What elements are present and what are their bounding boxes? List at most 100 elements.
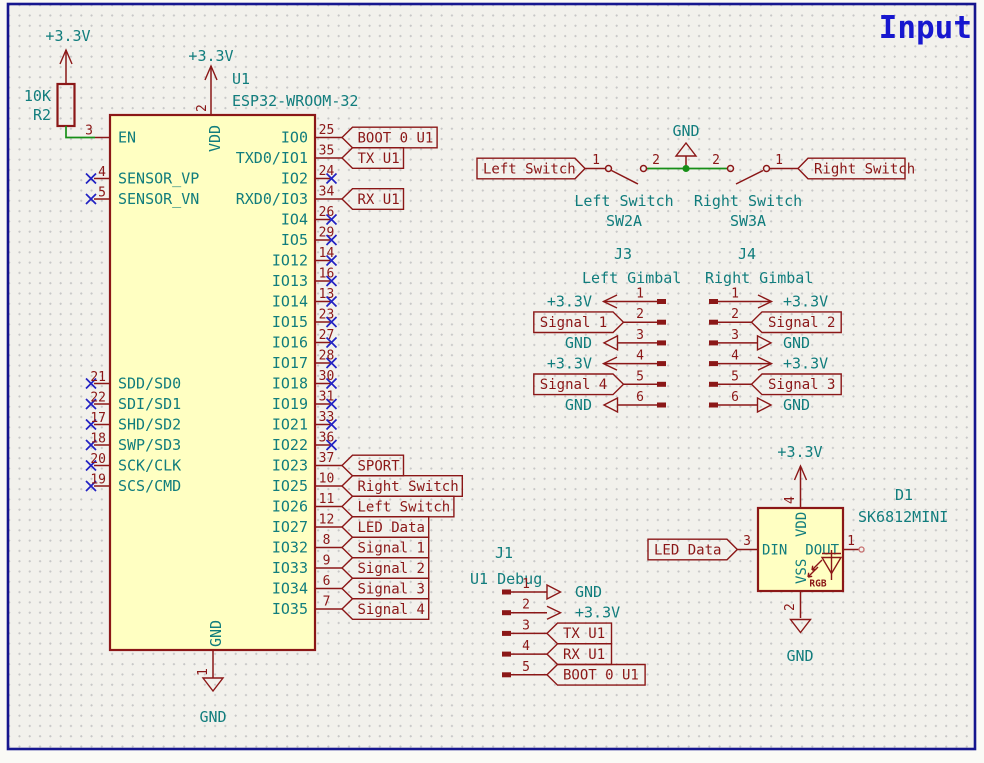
label-outline[interactable] [546, 643, 613, 666]
switch-lever[interactable] [735, 169, 764, 185]
label-outline[interactable] [546, 663, 646, 686]
label-outline[interactable] [341, 536, 430, 559]
j4-pin-4[interactable]: 4+3.3V [709, 349, 828, 373]
power-arrow-icon [204, 64, 218, 81]
power-net-label: +3.3V [547, 355, 592, 373]
pin-number: 4 [731, 349, 739, 364]
power-arrow-icon [59, 48, 73, 65]
ground-arrow-icon [602, 334, 619, 352]
label-outline[interactable] [341, 126, 438, 149]
label-outline[interactable] [341, 147, 405, 169]
label-text: Signal 3 [768, 377, 835, 393]
ground-net-label: GND [672, 122, 699, 140]
pin-name: IO12 [272, 252, 308, 270]
label-outline[interactable] [533, 373, 625, 396]
pin-number: 23 [319, 308, 335, 323]
switch-sw3a[interactable]: 2 1 Right Switch SW3A [694, 153, 802, 230]
switch-sw2a[interactable]: 1 2 Left Switch SW2A [574, 153, 673, 230]
pin-name: SWP/SD3 [118, 436, 181, 454]
switch-gnd-symbol[interactable]: GND [672, 122, 700, 169]
j1-pin-4[interactable]: 4RX U1 [502, 639, 613, 666]
u1-gnd-pin[interactable]: GND 1 GND [196, 620, 227, 726]
global-label-right-switch[interactable]: Right Switch [797, 157, 915, 180]
pin-number: 17 [90, 411, 106, 426]
j3-pin-4[interactable]: 4+3.3V [547, 349, 666, 373]
pin-number: 25 [319, 123, 335, 138]
u1-vdd-pin[interactable]: +3.3V 2 VDD [188, 47, 233, 152]
pin-number: 6 [731, 390, 739, 405]
j1-pin-2[interactable]: 2+3.3V [502, 598, 620, 622]
d1-symbol[interactable]: 3 DIN DOUT VDD VSS RGB +3.3V 4 1 [737, 443, 865, 665]
switch-lever[interactable] [611, 169, 639, 185]
u1-value: ESP32-WROOM-32 [232, 92, 358, 110]
label-outline[interactable] [341, 577, 430, 600]
j3-pin-1[interactable]: 1+3.3V [547, 287, 666, 311]
label-outline[interactable] [341, 598, 430, 620]
power-symbol-r2-3v3[interactable]: +3.3V [45, 27, 91, 84]
j1-pin-3[interactable]: 3TX U1 [502, 618, 613, 645]
label-outline[interactable] [546, 622, 613, 645]
label-outline[interactable] [341, 188, 405, 210]
label-outline[interactable] [341, 454, 405, 477]
label-outline[interactable] [533, 311, 625, 334]
label-outline[interactable] [750, 373, 842, 396]
resistor-r2[interactable]: 10K R2 [24, 82, 76, 128]
label-outline[interactable] [341, 516, 430, 538]
global-label-left-switch[interactable]: Left Switch [476, 157, 586, 180]
label-outline[interactable] [341, 557, 430, 579]
label-text: Signal 4 [540, 377, 607, 393]
j4-pin-1[interactable]: 1+3.3V [709, 287, 828, 311]
resistor-body[interactable] [56, 82, 76, 128]
pin-number: 1 [196, 668, 211, 676]
vss-pin-name: VSS [794, 559, 810, 584]
label-outline[interactable] [750, 311, 842, 334]
label-outline[interactable] [341, 495, 455, 518]
power-arrow-icon [793, 464, 808, 481]
global-label-led-data[interactable]: LED Data [647, 538, 739, 561]
label-outline[interactable] [341, 475, 463, 497]
